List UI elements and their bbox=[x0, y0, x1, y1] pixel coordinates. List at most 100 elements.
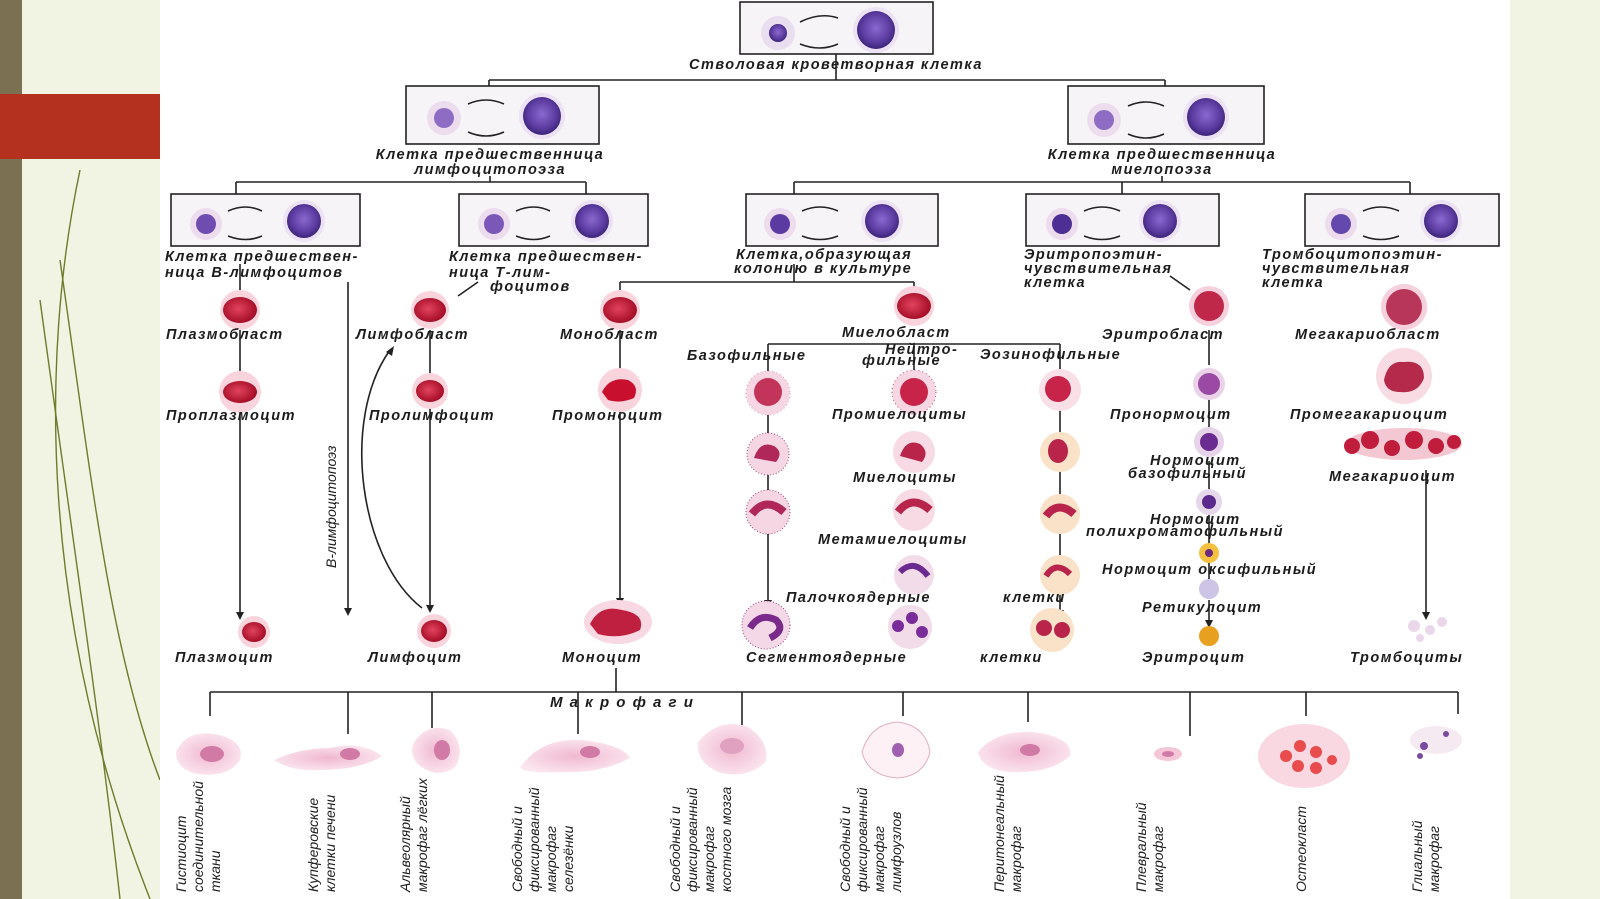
thrombocytes-cell bbox=[1408, 617, 1447, 642]
segmented-label-2: клетки bbox=[980, 650, 1043, 666]
pronormocyte-cell bbox=[1193, 368, 1225, 400]
macrophages-label: М а к р о ф а г и bbox=[550, 694, 694, 711]
decorative-curves bbox=[39, 169, 161, 899]
osteoclast-cell bbox=[1258, 724, 1350, 788]
promyelocytes-label: Промиелоциты bbox=[832, 407, 967, 423]
macrophage-type-label: макрофаг bbox=[543, 826, 559, 892]
myeloblast-cell bbox=[894, 286, 934, 326]
macrophage-type-label: Купферовские bbox=[305, 798, 321, 892]
proplasmocyte-cell bbox=[219, 371, 261, 413]
macrophage-type-label: Альвеолярный bbox=[397, 796, 413, 893]
macrophage-type-label: фиксированный bbox=[684, 787, 700, 892]
b-progenitor-box bbox=[170, 193, 361, 247]
plasmoblast-cell bbox=[220, 290, 260, 330]
histiocyte-cell bbox=[176, 733, 241, 775]
myeloblast-label: Миелобласт bbox=[842, 325, 951, 341]
prolymphocyte-label: Пролимфоцит bbox=[369, 408, 495, 424]
normocyte-basophilic-cell bbox=[1194, 427, 1224, 457]
promegakaryocyte-label: Промегакариоцит bbox=[1290, 407, 1448, 423]
promonocyte-label: Промоноцит bbox=[552, 408, 663, 424]
connector-stem bbox=[488, 54, 1166, 88]
normocyte-oxyphilic-cell bbox=[1199, 543, 1219, 563]
connector-granulocytes bbox=[767, 343, 1061, 380]
macrophage-type-label: фиксированный bbox=[854, 787, 870, 892]
proplasmocyte-label: Проплазмоцит bbox=[166, 408, 296, 424]
b-lymph-curve bbox=[360, 349, 423, 609]
macrophage-type-label: Глиальный bbox=[1409, 820, 1425, 892]
myelocytes-label: Миелоциты bbox=[853, 470, 957, 486]
macrophage-type-label: Гистиоцит bbox=[173, 815, 189, 892]
t-prog-label-3: фоцитов bbox=[490, 279, 571, 295]
pleural-macrophage-cell bbox=[1154, 747, 1182, 761]
eos-myelocyte-cell bbox=[1040, 432, 1080, 472]
macrophage-type-label: костного мозга bbox=[718, 787, 734, 892]
thrombocytes-label: Тромбоциты bbox=[1350, 650, 1463, 666]
normo-baso-label-1: Нормоцит bbox=[1150, 453, 1241, 469]
neutro-band-cell bbox=[894, 555, 934, 595]
macrophage-type-label: макрофаг bbox=[1426, 826, 1442, 892]
kupffer-cell bbox=[274, 745, 382, 771]
stem-cell-box bbox=[739, 1, 934, 55]
baso-metamyelocyte-cell bbox=[745, 489, 791, 535]
neutro-segmented-cell bbox=[888, 605, 932, 649]
neutro-promyelocyte-cell bbox=[891, 369, 937, 415]
baso-myelocyte-cell bbox=[746, 432, 790, 476]
monocyte-cell bbox=[584, 600, 652, 644]
left-bar bbox=[0, 0, 22, 899]
lymph-node-macrophage-cell bbox=[861, 721, 931, 779]
eos-metamyelocyte-cell bbox=[1040, 494, 1080, 534]
band-label-2: клетки bbox=[1003, 590, 1066, 606]
tpo-label-1: Тромбоцитопоэтин- bbox=[1262, 247, 1443, 263]
eos-promyelocyte-cell bbox=[1039, 369, 1081, 411]
macrophage-type-label: лимфоузлов bbox=[888, 812, 904, 894]
macrophage-type-label: макрофаг bbox=[1008, 826, 1024, 892]
t-prog-label-1: Клетка предшествен- bbox=[449, 249, 643, 265]
macrophage-type-label: Свободный и bbox=[667, 806, 683, 892]
macrophage-type-label: селезёнки bbox=[560, 826, 576, 892]
promonocyte-cell bbox=[598, 368, 642, 412]
glial-macrophage-cell bbox=[1410, 726, 1462, 759]
connector-myelo bbox=[793, 176, 1411, 194]
reticulocyte-cell bbox=[1199, 579, 1219, 599]
lymph-progenitor-label-1: Клетка предшественница bbox=[376, 147, 604, 163]
normo-oxy-label: Нормоцит оксифильный bbox=[1102, 562, 1317, 578]
epo-label-1: Эритропоэтин- bbox=[1024, 247, 1163, 263]
cfu-label-1: Клетка,образующая bbox=[736, 247, 912, 263]
peritoneal-macrophage-cell bbox=[978, 731, 1071, 773]
erythrocyte-cell bbox=[1199, 626, 1219, 646]
macrophage-type-label: Остеокласт bbox=[1293, 806, 1309, 892]
megakaryocyte-label: Мегакариоцит bbox=[1329, 469, 1456, 485]
metamyelocytes-label: Метамиелоциты bbox=[818, 532, 968, 548]
tpo-box bbox=[1304, 193, 1500, 247]
b-lymphopoiesis-label: В-лимфоцитопоэз bbox=[323, 445, 339, 568]
t-prog-label-2: ница Т-лим- bbox=[449, 265, 552, 281]
segmented-label-1: Сегментоядерные bbox=[746, 650, 907, 666]
neutro-label-2: фильные bbox=[862, 353, 941, 369]
promegakaryocyte-cell bbox=[1376, 348, 1432, 404]
lymph-progenitor-label-2: лимфоцитопоэза bbox=[413, 162, 566, 178]
lymphocyte-label: Лимфоцит bbox=[367, 650, 462, 666]
band-label-1: Палочкоядерные bbox=[786, 590, 931, 606]
normo-poly-label-1: Нормоцит bbox=[1150, 512, 1241, 528]
epo-label-3: клетка bbox=[1024, 275, 1086, 291]
monoblast-cell bbox=[600, 290, 640, 330]
macrophage-type-label: фиксированный bbox=[526, 787, 542, 892]
plasmocyte-label: Плазмоцит bbox=[175, 650, 274, 666]
cfu-label-2: колонию в культуре bbox=[734, 261, 912, 277]
eos-band-cell bbox=[1040, 555, 1080, 595]
myelo-progenitor-box bbox=[1067, 85, 1265, 145]
bone-marrow-macrophage-cell bbox=[697, 724, 767, 775]
baso-promyelocyte-cell bbox=[745, 370, 791, 416]
macrophage-type-label: Свободный и bbox=[509, 806, 525, 892]
plasmoblast-label: Плазмобласт bbox=[166, 327, 284, 343]
eosinophilic-label: Эозинофильные bbox=[980, 347, 1121, 363]
connector-lymph bbox=[235, 176, 587, 194]
pronormocyte-label: Пронормоцит bbox=[1110, 407, 1232, 423]
epo-label-2: чувствительная bbox=[1024, 261, 1172, 277]
plasmocyte-cell bbox=[238, 616, 270, 648]
myelo-progenitor-label-1: Клетка предшественница bbox=[1048, 147, 1276, 163]
connector-cfu bbox=[457, 264, 915, 297]
lymphoblast-label: Лимфобласт bbox=[355, 327, 469, 343]
